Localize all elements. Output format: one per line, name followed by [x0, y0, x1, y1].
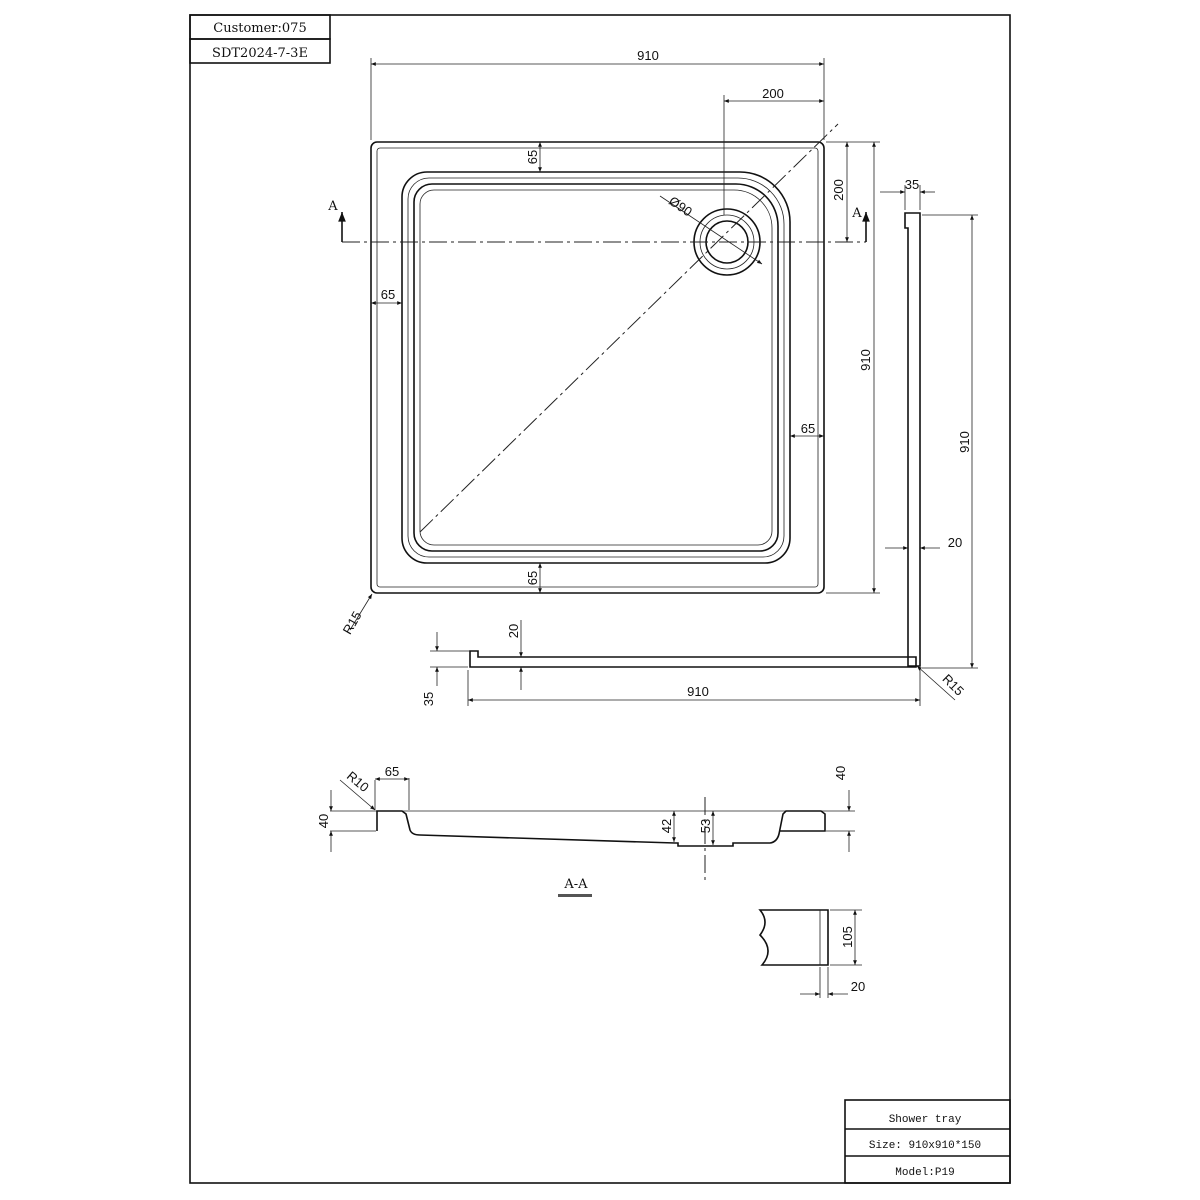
dim-drain-diameter: Ø90 [666, 193, 695, 219]
dim-right-lip: 35 [905, 177, 919, 192]
dim-detail-thickness: 20 [851, 979, 865, 994]
dim-rim-top: 65 [525, 150, 540, 164]
customer-label: Customer:075 [213, 21, 306, 36]
product-model: Model:P19 [895, 1167, 954, 1179]
product-size: Size: 910x910*150 [869, 1140, 981, 1152]
section-title: A-A [563, 877, 588, 892]
dim-section-radius: R10 [344, 768, 372, 795]
dim-right-length: 910 [957, 431, 972, 453]
section-mark-right: A [851, 206, 862, 221]
side-view-right: 35 910 20 [880, 177, 978, 669]
dim-plan-width: 910 [637, 48, 659, 63]
dim-rim-right: 65 [801, 421, 815, 436]
section-view: 65 R10 40 40 42 53 A-A [316, 764, 855, 897]
dim-drain-offset-x: 200 [762, 86, 784, 101]
drawing-number: SDT2024-7-3E [212, 46, 308, 61]
product-name: Shower tray [889, 1114, 962, 1126]
dim-plan-height: 910 [858, 349, 873, 371]
dim-section-height-right: 40 [833, 766, 848, 780]
dim-bottom-length: 910 [687, 684, 709, 699]
dim-detail-height: 105 [840, 926, 855, 948]
plan-view: A A 910 200 65 200 910 65 65 65 Ø90 R15 [327, 48, 880, 637]
dim-bottom-height: 35 [421, 692, 436, 706]
dim-section-height-left: 40 [316, 814, 331, 828]
drawing-frame [189, 14, 1011, 1184]
dim-section-rim: 65 [385, 764, 399, 779]
title-block-bottom: Shower tray Size: 910x910*150 Model:P19 [844, 1099, 1011, 1184]
section-mark-left: A [327, 199, 338, 214]
side-view-bottom: 35 20 910 R15 [421, 620, 967, 706]
dim-section-depth-outlet: 53 [698, 819, 713, 833]
dim-bottom-lip: 20 [506, 624, 521, 638]
dim-rim-bottom: 65 [525, 571, 540, 585]
dim-right-wall: 20 [948, 535, 962, 550]
dim-section-depth-drain: 42 [659, 819, 674, 833]
dim-drain-offset-y: 200 [831, 179, 846, 201]
dim-rim-left: 65 [381, 287, 395, 302]
detail-view: 105 20 [758, 909, 865, 998]
title-block-top: Customer:075 SDT2024-7-3E [189, 14, 331, 64]
dim-bottom-radius: R15 [939, 671, 966, 698]
